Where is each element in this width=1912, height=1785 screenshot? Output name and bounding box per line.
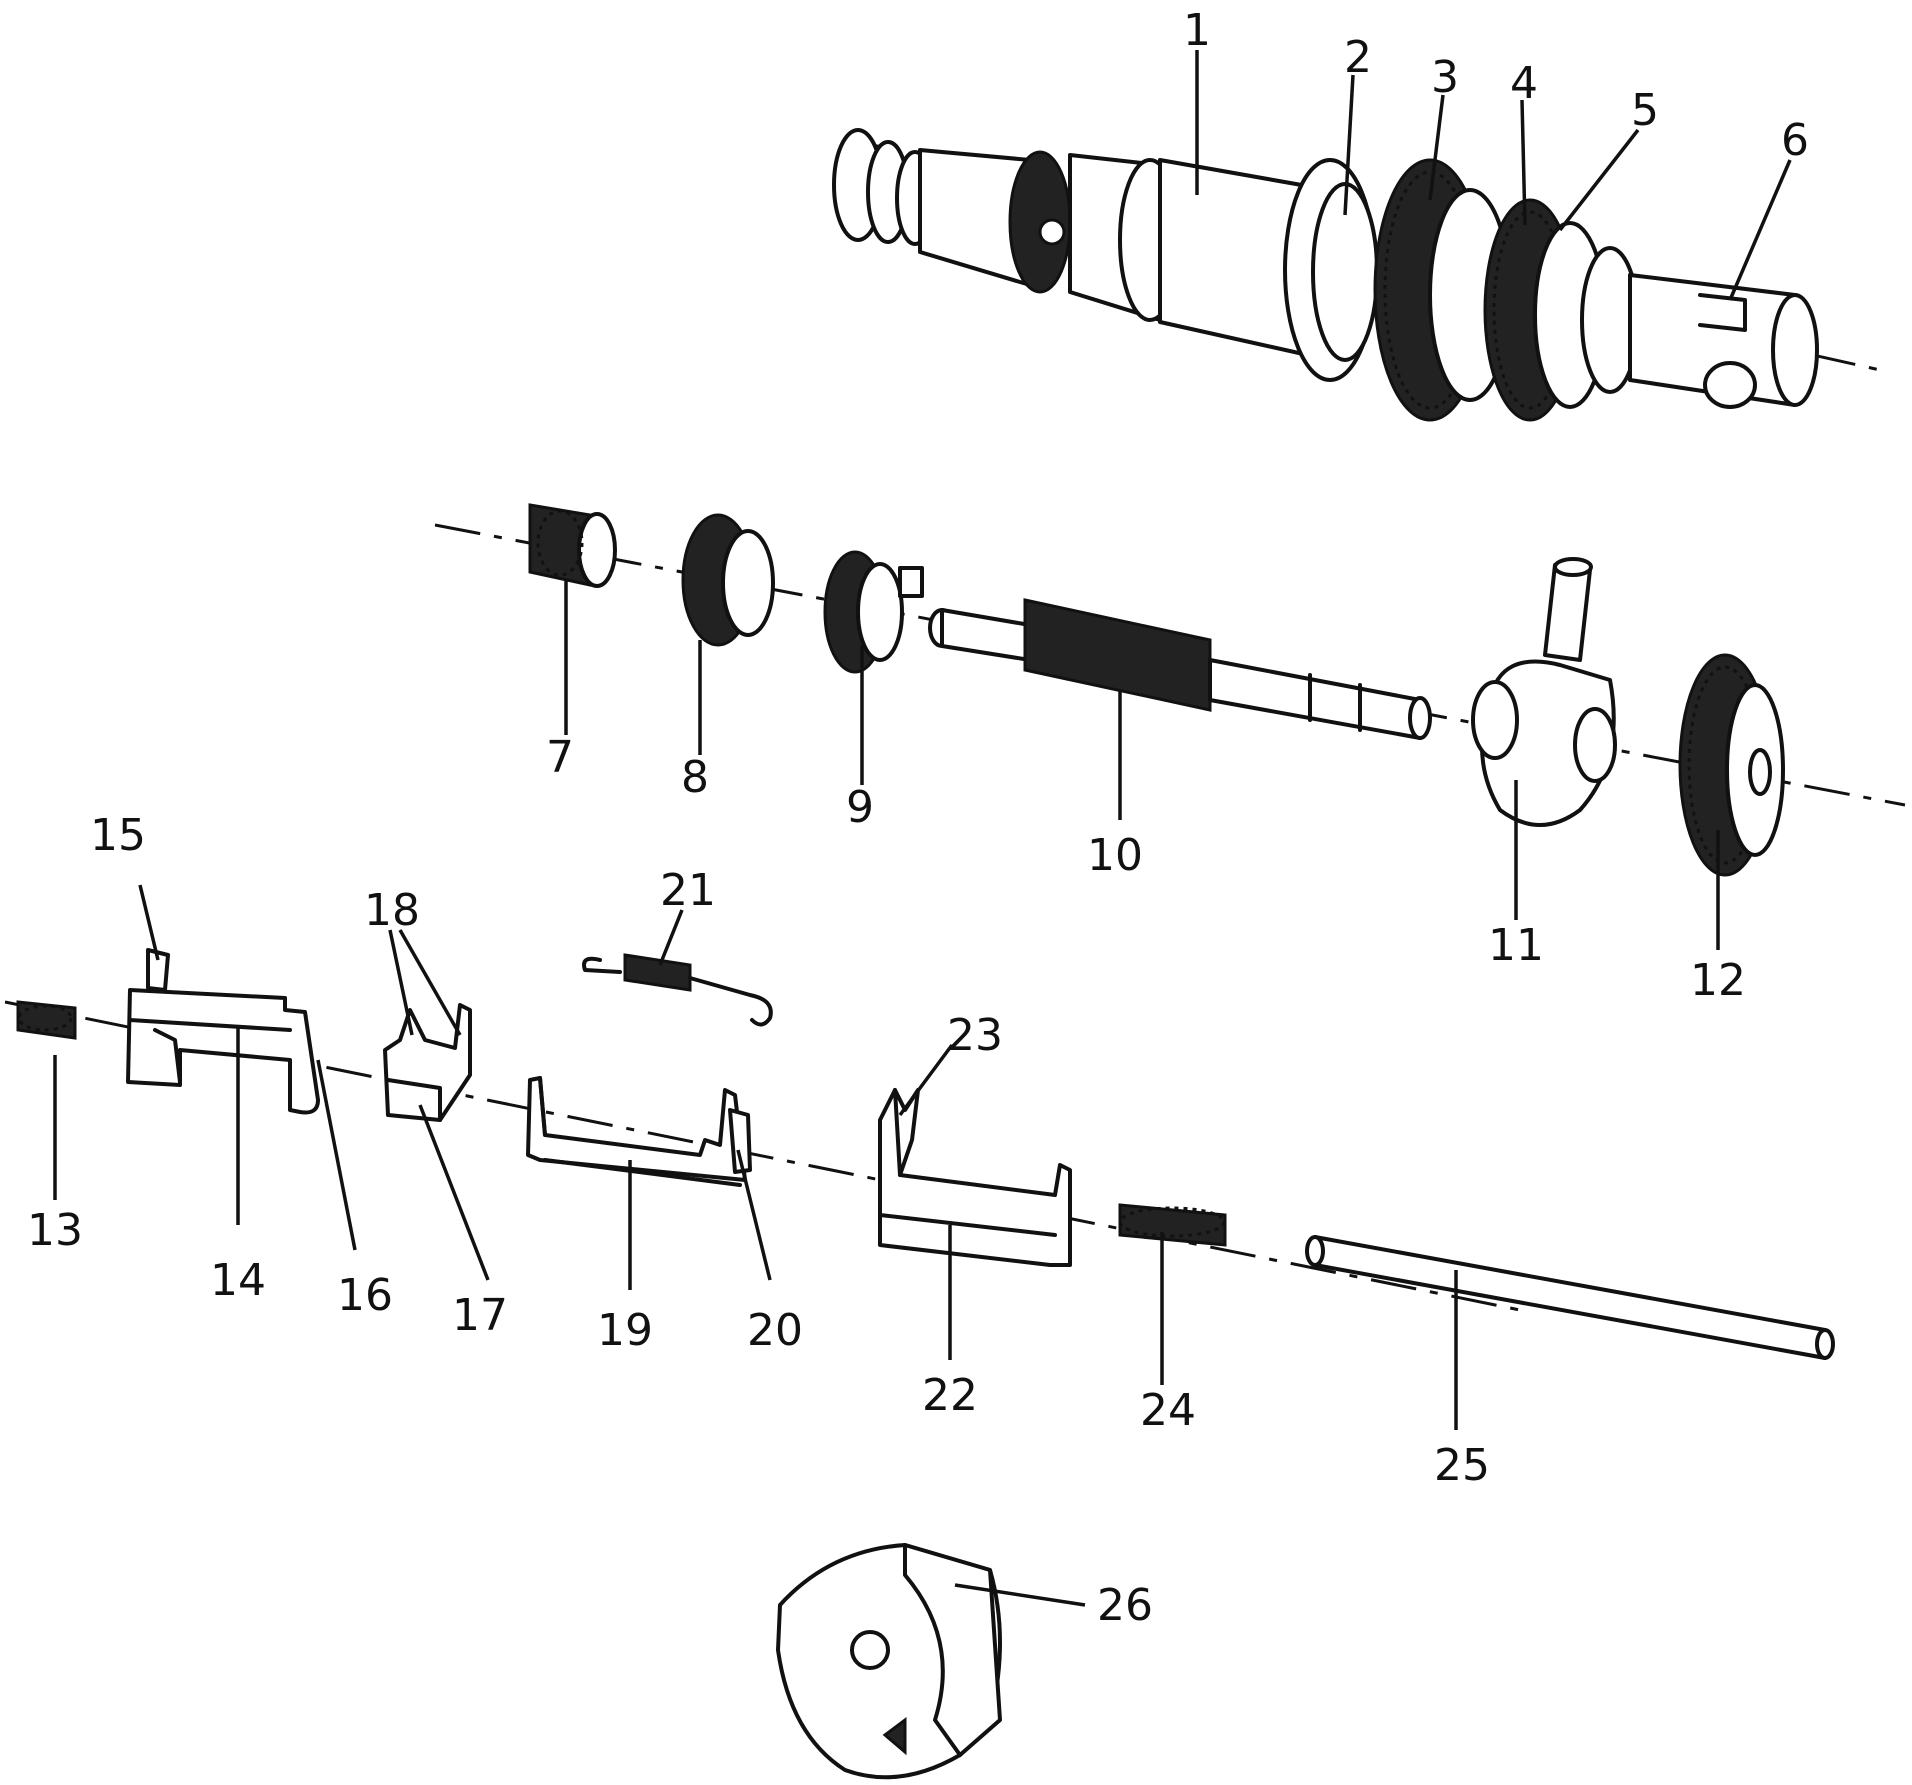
part-labels: 1 2 3 4 5 6 7 8 9 10 11 12 13 14 15 16 1… bbox=[27, 5, 1809, 1631]
part-10-worm bbox=[1023, 598, 1212, 712]
part-22-bracket bbox=[878, 1088, 1072, 1267]
label-9: 9 bbox=[846, 782, 874, 833]
label-10: 10 bbox=[1087, 830, 1143, 881]
label-2: 2 bbox=[1344, 32, 1372, 83]
label-11: 11 bbox=[1488, 920, 1544, 971]
label-18: 18 bbox=[364, 885, 420, 936]
part-19-channel bbox=[526, 1076, 747, 1182]
label-14: 14 bbox=[210, 1255, 266, 1306]
cross-hole bbox=[1703, 361, 1757, 409]
label-13: 13 bbox=[27, 1205, 83, 1256]
label-24: 24 bbox=[1140, 1385, 1196, 1436]
label-3: 3 bbox=[1431, 52, 1459, 103]
label-12: 12 bbox=[1690, 955, 1746, 1006]
part-11-pin bbox=[1543, 563, 1592, 662]
disc-hole bbox=[850, 1630, 890, 1670]
label-23: 23 bbox=[947, 1010, 1003, 1061]
part-26-disc bbox=[776, 1543, 1002, 1780]
part-25-rod bbox=[1313, 1235, 1827, 1360]
part-24-spring bbox=[1118, 1203, 1227, 1247]
label-4: 4 bbox=[1510, 58, 1538, 109]
label-25: 25 bbox=[1434, 1440, 1490, 1491]
label-16: 16 bbox=[337, 1270, 393, 1321]
label-6: 6 bbox=[1781, 115, 1809, 166]
lower-slide-assembly bbox=[4, 948, 1835, 1360]
label-26: 26 bbox=[1097, 1580, 1153, 1631]
label-19: 19 bbox=[597, 1305, 653, 1356]
part-15-tab bbox=[146, 948, 170, 992]
part-17-clip bbox=[383, 1003, 472, 1122]
label-17: 17 bbox=[452, 1290, 508, 1341]
top-shaft-assembly bbox=[832, 128, 1881, 422]
label-21: 21 bbox=[660, 865, 716, 916]
disc-arrow-marker bbox=[882, 1717, 907, 1756]
part-10-shaft bbox=[940, 608, 1032, 662]
label-1: 1 bbox=[1183, 5, 1211, 56]
part-20-tab bbox=[728, 1108, 752, 1174]
label-8: 8 bbox=[681, 752, 709, 803]
label-15: 15 bbox=[90, 810, 146, 861]
label-20: 20 bbox=[747, 1305, 803, 1356]
part-21-tension-spring bbox=[623, 953, 692, 992]
middle-shaft-assembly bbox=[434, 503, 1906, 877]
leader-lines bbox=[53, 50, 1792, 1607]
label-5: 5 bbox=[1631, 85, 1659, 136]
label-22: 22 bbox=[922, 1370, 978, 1421]
part-14-bracket bbox=[126, 988, 320, 1115]
label-7: 7 bbox=[546, 732, 574, 783]
